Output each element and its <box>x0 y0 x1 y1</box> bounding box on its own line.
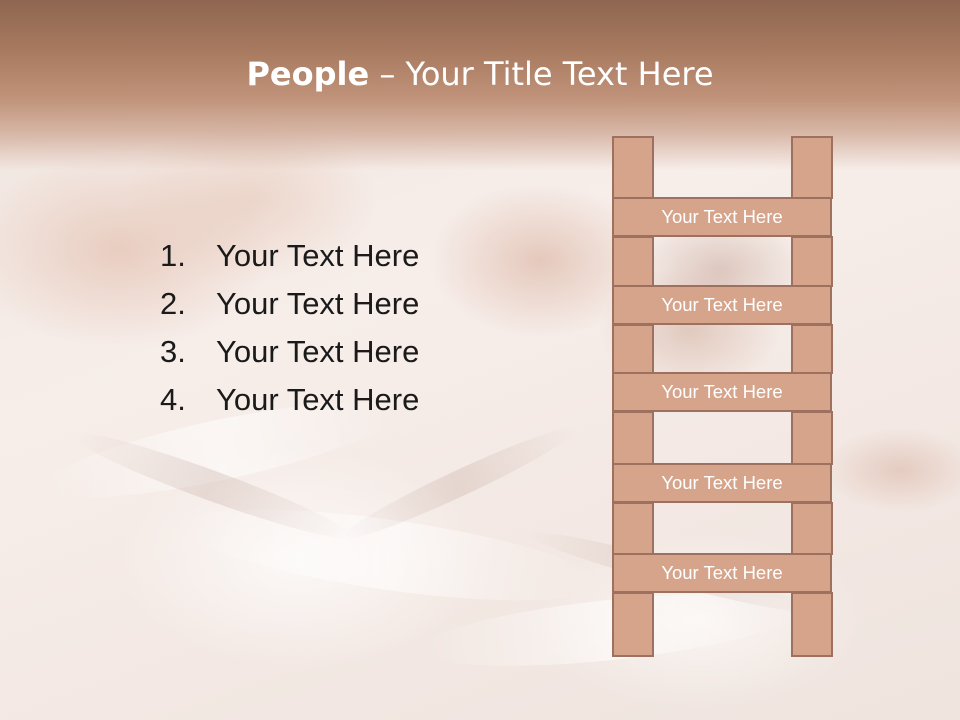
ladder-rung-2: Your Text Here <box>612 285 832 325</box>
sheet-shadow <box>336 416 584 550</box>
slide-title: People – Your Title Text Here <box>0 52 960 96</box>
list-item-text: Your Text Here <box>216 382 420 417</box>
list-item-text: Your Text Here <box>216 286 420 321</box>
ladder-rail-right <box>791 136 833 199</box>
ladder-rail-left <box>612 411 654 465</box>
list-item: 4. Your Text Here <box>160 376 419 424</box>
title-text: – Your Title Text Here <box>369 55 714 93</box>
numbered-list: 1. Your Text Here 2. Your Text Here 3. Your… <box>160 232 419 424</box>
ladder-rail-right <box>791 236 833 287</box>
ladder-rail-left <box>612 502 654 555</box>
list-item-number: 1. <box>160 238 186 273</box>
ladder-rail-left <box>612 324 654 374</box>
ladder-rail-left <box>612 136 654 199</box>
ladder-rail-right <box>791 324 833 374</box>
list-item: 1. Your Text Here <box>160 232 419 280</box>
ladder-rail-right <box>791 411 833 465</box>
list-item: 2. Your Text Here <box>160 280 419 328</box>
list-item-number: 4. <box>160 382 186 417</box>
ladder-rung-4: Your Text Here <box>612 463 832 503</box>
ladder-rail-left <box>612 592 654 657</box>
ladder-rung-5: Your Text Here <box>612 553 832 593</box>
list-item-number: 3. <box>160 334 186 369</box>
list-item: 3. Your Text Here <box>160 328 419 376</box>
ladder-rung-1: Your Text Here <box>612 197 832 237</box>
list-item-text: Your Text Here <box>216 334 420 369</box>
ladder-rail-right <box>791 592 833 657</box>
list-item-text: Your Text Here <box>216 238 420 273</box>
ladder-rail-left <box>612 236 654 287</box>
ladder-rung-3: Your Text Here <box>612 372 832 412</box>
title-bold-text: People <box>246 55 370 93</box>
ladder-rail-right <box>791 502 833 555</box>
list-item-number: 2. <box>160 286 186 321</box>
